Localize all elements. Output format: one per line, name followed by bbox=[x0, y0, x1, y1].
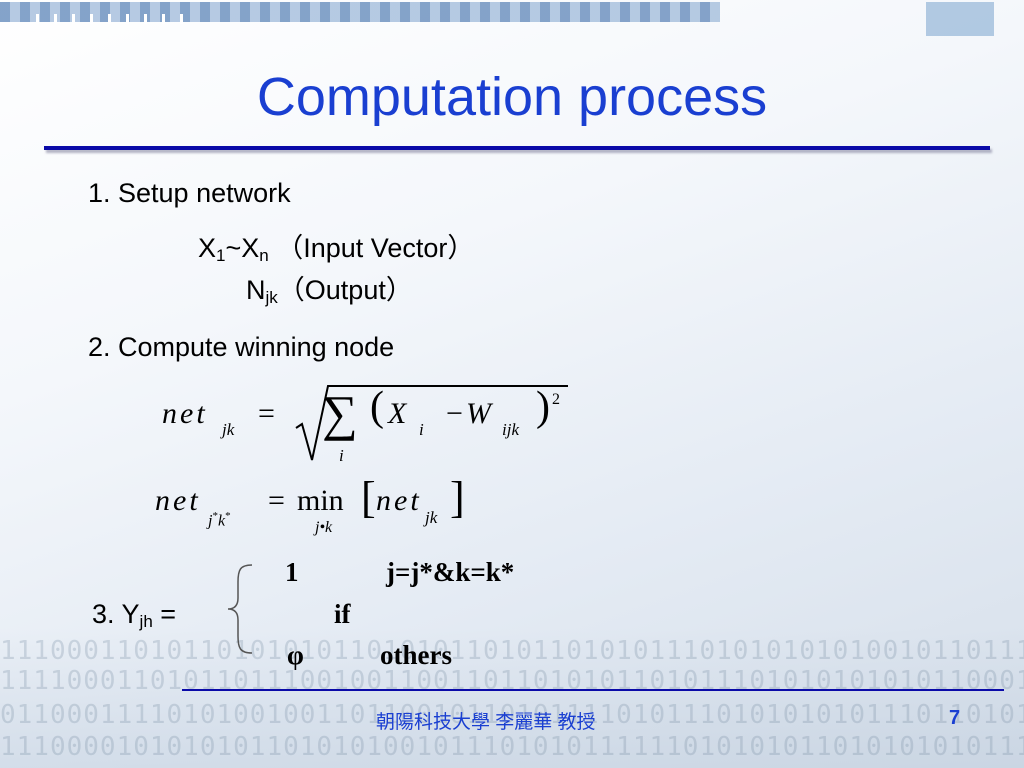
step1-heading: 1. Setup network bbox=[88, 178, 291, 208]
input-var: X bbox=[198, 233, 217, 263]
input-tilde-var: ~X bbox=[225, 233, 260, 263]
input-sub-1: 1 bbox=[216, 246, 226, 265]
formula1-lhs: net bbox=[162, 397, 208, 430]
sigma-symbol: ∑ bbox=[322, 385, 358, 441]
page-number: 7 bbox=[949, 707, 961, 729]
output-var: N bbox=[246, 275, 266, 305]
formula2-equals: = bbox=[268, 484, 293, 517]
formula2-lhs-sub: j*k* bbox=[208, 510, 231, 530]
input-sub-n: n bbox=[259, 246, 269, 265]
input-vector-line: X1~Xn （Input Vector） bbox=[198, 226, 474, 265]
formula2-min: min bbox=[297, 484, 344, 517]
formula1-power: 2 bbox=[552, 391, 560, 408]
open-bracket: [ bbox=[361, 473, 376, 522]
open-paren: ( bbox=[370, 384, 384, 430]
step3-equals: = bbox=[152, 599, 177, 629]
formula2-arg: net bbox=[376, 484, 422, 517]
case1-condition: j=j*&k=k* bbox=[386, 557, 515, 587]
output-line: Njk（Output） bbox=[246, 268, 413, 307]
formula2-min-sub: j•k bbox=[315, 519, 333, 536]
case2-value: φ bbox=[287, 640, 304, 670]
title-underline bbox=[44, 146, 990, 150]
formula1-w-sub: ijk bbox=[502, 420, 519, 439]
output-sub: jk bbox=[265, 288, 278, 307]
footer-author: 朝陽科技大學 李麗華 教授 bbox=[376, 712, 596, 733]
formula1-w: W bbox=[466, 397, 491, 430]
left-brace bbox=[227, 564, 253, 654]
formula1-minus: − bbox=[446, 397, 463, 430]
close-paren: ) bbox=[536, 384, 550, 430]
case2-condition: others bbox=[380, 640, 452, 670]
formula2-arg-sub: jk bbox=[425, 508, 438, 527]
close-bracket: ] bbox=[450, 473, 465, 522]
formula1-x: X bbox=[388, 397, 407, 430]
binary-row: 1110000101010101101010100101110101011111… bbox=[0, 732, 1024, 762]
if-label: if bbox=[334, 599, 351, 629]
formula2-lhs: net bbox=[155, 484, 201, 517]
binary-row: 1110001101011010101011010101101011010101… bbox=[0, 636, 1024, 666]
formula1-lhs-sub: jk bbox=[222, 420, 235, 439]
binary-background-band bbox=[0, 628, 1024, 768]
input-vector-label: （Input Vector） bbox=[276, 233, 475, 263]
sqrt-radical bbox=[295, 385, 568, 461]
header-decoration-ticks bbox=[36, 14, 186, 24]
case1-value: 1 bbox=[285, 557, 299, 587]
header-decoration-box bbox=[926, 2, 994, 36]
slide-title: Computation process bbox=[256, 67, 768, 127]
step3-label: 3. Y bbox=[92, 599, 140, 629]
binary-row: 1111000110101101110010011001101101010110… bbox=[0, 666, 1024, 696]
step3-sub: jh bbox=[139, 612, 153, 631]
step2-heading: 2. Compute winning node bbox=[88, 332, 395, 362]
output-label: （Output） bbox=[277, 275, 413, 305]
formula1-x-sub: i bbox=[419, 420, 424, 439]
binary-row: 0110001111010100100110110010110101111010… bbox=[0, 700, 1024, 730]
footer-rule bbox=[182, 689, 1004, 691]
step3-heading: 3. Yjh = bbox=[92, 599, 176, 630]
formula1-equals: = bbox=[258, 397, 275, 430]
sigma-sub: i bbox=[339, 446, 344, 465]
